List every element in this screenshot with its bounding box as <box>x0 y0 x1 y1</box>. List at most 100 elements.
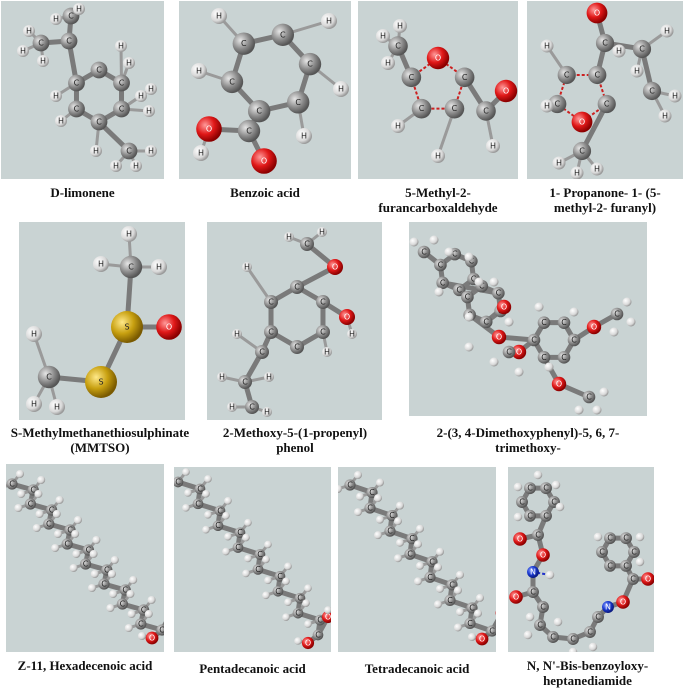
hydrogen-atom-label: H <box>397 22 403 31</box>
carbon-atom-label: C <box>469 603 475 612</box>
hydrogen-atom-label: H <box>31 330 37 339</box>
carbon-atom: C <box>426 556 438 568</box>
hydrogen-atom: H <box>668 89 682 103</box>
oxygen-atom-label: O <box>325 613 331 622</box>
oxygen-atom: O <box>641 572 654 586</box>
oxygen-atom: O <box>491 329 507 345</box>
hydrogen-atom <box>436 584 444 593</box>
carbon-atom-label: C <box>119 79 125 88</box>
hydrogen-atom: H <box>23 25 35 37</box>
carbon-atom-label: C <box>64 540 70 549</box>
hydrogen-atom <box>69 564 78 572</box>
carbon-atom: C <box>502 345 516 359</box>
hydrogen-atom-label: H <box>556 159 562 168</box>
carbon-atom-label: C <box>246 127 252 136</box>
sulfur-atom-label: S <box>124 323 129 332</box>
oxygen-atom-label: O <box>501 303 507 312</box>
carbon-atom: C <box>466 602 478 614</box>
carbon-atom: C <box>567 633 579 645</box>
hydrogen-atom-label: H <box>196 67 202 76</box>
carbon-atom-label: C <box>367 504 373 513</box>
hydrogen-atom <box>14 504 23 512</box>
carbon-atom: C <box>537 601 549 613</box>
carbon-atom-label: C <box>320 328 326 337</box>
carbon-atom: C <box>6 478 18 490</box>
carbon-atom-label: C <box>28 500 34 509</box>
carbon-atom: C <box>298 52 322 76</box>
carbon-atom-label: C <box>586 393 592 402</box>
carbon-atom-label: C <box>570 635 576 644</box>
hydrogen-atom: H <box>90 145 102 157</box>
carbon-atom: C <box>434 258 447 272</box>
hydrogen-atom: H <box>658 109 672 123</box>
carbon-atom: C <box>461 290 474 304</box>
hydrogen-atom: H <box>50 90 62 102</box>
hydrogen-atom <box>284 598 292 607</box>
carbon-atom: C <box>620 532 632 545</box>
hydrogen-atom <box>414 540 422 549</box>
hydrogen-atom <box>609 327 619 337</box>
caption-methyl-furancarboxaldehyde: 5-Methyl-2- furancarboxaldehyde <box>378 185 498 215</box>
oxygen-atom: O <box>536 548 550 562</box>
carbon-atom-label: C <box>138 620 144 629</box>
carbon-atom-label: C <box>395 42 401 51</box>
carbon-atom-label: C <box>67 526 73 535</box>
carbon-atom-label: C <box>66 37 72 46</box>
nitrogen-atom-label: N <box>530 568 536 577</box>
panel-hexadecenoic-acid: CCCCCCCCCCCCCCCCOO <box>6 464 164 652</box>
carbon-atom: C <box>135 618 147 630</box>
hydrogen-atom-label: H <box>93 147 99 156</box>
hydrogen-atom <box>262 591 270 600</box>
oxygen-atom: O <box>509 590 523 604</box>
carbon-atom: C <box>237 119 261 143</box>
hydrogen-atom <box>324 606 331 614</box>
hydrogen-atom-label: H <box>234 330 240 339</box>
hydrogen-atom <box>464 342 474 352</box>
hydrogen-atom-label: H <box>133 162 139 171</box>
carbon-atom: C <box>537 316 551 329</box>
carbon-atom-label: C <box>317 616 323 625</box>
caption-methoxy-propenyl-phenol: 2-Methoxy-5-(1-propenyl) phenol <box>222 425 368 455</box>
oxygen-atom: O <box>513 532 527 546</box>
hydrogen-atom-label: H <box>301 132 307 141</box>
hydrogen-atom-label: H <box>26 27 32 36</box>
hydrogen-atom-label: H <box>219 373 225 382</box>
caption-propanone-furanyl: 1- Propanone- 1- (5- methyl-2- furanyl) <box>549 185 661 215</box>
hydrogen-atom: H <box>284 232 294 242</box>
hydrogen-atom <box>182 504 190 512</box>
carbon-atom-label: C <box>447 596 453 605</box>
hydrogen-atom <box>129 576 138 584</box>
hydrogen-atom <box>17 490 26 498</box>
hydrogen-atom-label: H <box>324 348 330 357</box>
nitrogen-atom: N <box>602 601 614 613</box>
carbon-atom: C <box>584 626 596 638</box>
oxygen-atom-label: O <box>516 348 522 357</box>
hydrogen-atom-label: H <box>244 263 250 272</box>
hydrogen-atom <box>513 512 523 522</box>
carbon-atom-label: C <box>467 619 473 628</box>
hydrogen-atom <box>635 532 645 542</box>
oxygen-atom-label: O <box>149 634 155 643</box>
carbon-atom-label: C <box>530 588 536 597</box>
carbon-atom: C <box>454 67 475 88</box>
carbon-atom-label: C <box>229 77 235 86</box>
hydrogen-atom <box>88 584 96 592</box>
carbon-atom: C <box>315 295 330 309</box>
hydrogen-atom <box>204 475 212 483</box>
carbon-atom-label: C <box>307 60 313 69</box>
carbon-atom: C <box>80 558 92 570</box>
carbon-atom: C <box>592 611 604 623</box>
hydrogen-atom: H <box>321 13 337 29</box>
carbon-atom: C <box>98 578 110 590</box>
carbon-atom-label: C <box>639 45 645 54</box>
hydrogen-atom <box>224 496 232 505</box>
carbon-atom-label: C <box>462 73 468 82</box>
carbon-atom-label: C <box>452 104 458 113</box>
carbon-atom: C <box>384 525 396 537</box>
hydrogen-atom <box>555 502 565 512</box>
hydrogen-atom-label: H <box>634 67 640 76</box>
hydrogen-atom <box>51 544 60 552</box>
